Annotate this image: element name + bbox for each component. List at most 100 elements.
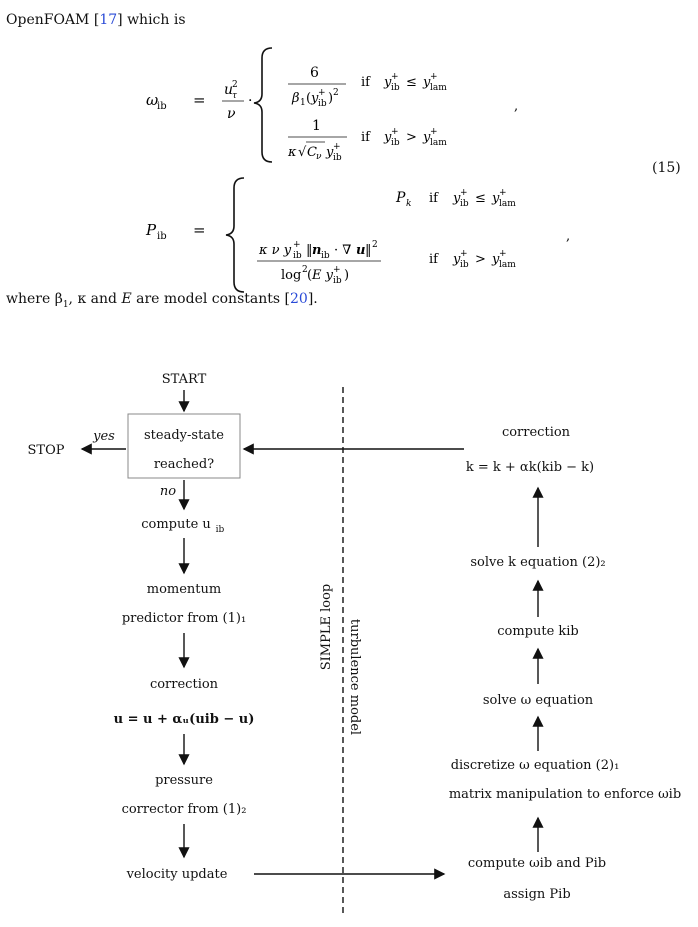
svg-text:+: + <box>460 249 468 259</box>
no-label: no <box>160 484 176 499</box>
momentum-line1: momentum <box>147 582 221 597</box>
svg-text:2: 2 <box>333 88 339 98</box>
omega-lhs-sub: ib <box>157 101 167 112</box>
svg-text:k: k <box>406 199 411 209</box>
prefactor-num: u <box>224 82 233 98</box>
solve-omega: solve ω equation <box>483 693 594 708</box>
intro-text: OpenFOAM <box>6 12 90 28</box>
compute-uib: compute u <box>141 517 211 532</box>
svg-text:· ∇: · ∇ <box>334 243 351 258</box>
svg-text:ib: ib <box>333 276 342 286</box>
svg-text:+: + <box>391 127 399 137</box>
omega-case2-num: 1 <box>312 118 321 134</box>
svg-text:‖: ‖ <box>365 243 372 258</box>
yes-label: yes <box>92 429 115 444</box>
svg-text:y: y <box>452 252 461 267</box>
svg-text:): ) <box>344 268 349 283</box>
svg-text:ib: ib <box>293 251 302 261</box>
svg-text:ib: ib <box>391 138 400 148</box>
p-brace <box>225 177 245 293</box>
svg-text:y: y <box>325 145 334 160</box>
svg-text:log: log <box>281 268 301 283</box>
start-label: START <box>162 372 207 387</box>
svg-text:E y: E y <box>311 268 334 283</box>
outro-sentence: where β1, κ and E are model constants [2… <box>6 291 318 310</box>
svg-text:+: + <box>333 265 341 275</box>
svg-text:): ) <box>328 91 333 106</box>
correction-u-line2: u = u + αᵤ(uib − u) <box>114 712 255 727</box>
svg-text:y: y <box>491 252 500 267</box>
svg-text:lam: lam <box>430 83 447 93</box>
omega-lhs: ω <box>146 91 158 109</box>
svg-text:,: , <box>566 229 570 244</box>
svg-text:,: , <box>514 99 518 114</box>
svg-text:lam: lam <box>430 138 447 148</box>
svg-text:y: y <box>422 130 431 145</box>
svg-text:‖: ‖ <box>306 243 313 258</box>
svg-text:if: if <box>429 191 439 206</box>
svg-text:y: y <box>383 130 392 145</box>
velocity-update: velocity update <box>126 867 228 882</box>
svg-text:y: y <box>491 191 500 206</box>
svg-text:2: 2 <box>372 240 378 250</box>
omega-case1-num: 6 <box>310 65 319 81</box>
svg-text:n: n <box>312 243 321 258</box>
svg-text:u: u <box>356 243 365 258</box>
matrix-manipulation: matrix manipulation to enforce ωib <box>449 787 681 802</box>
svg-text:+: + <box>430 72 438 82</box>
pressure-line2: corrector from (1)₂ <box>122 802 247 817</box>
decision-line2: reached? <box>154 457 214 472</box>
stop-label: STOP <box>28 443 65 458</box>
decision-box <box>127 413 241 479</box>
intro-sentence: OpenFOAM [17] which is <box>6 12 186 28</box>
svg-text:β: β <box>291 91 300 106</box>
intro-tail: which is <box>127 12 186 28</box>
decision-line1: steady-state <box>144 428 224 443</box>
citation-link-17[interactable]: 17 <box>99 12 118 28</box>
compute-kib: compute kib <box>497 624 579 639</box>
svg-text:if: if <box>361 130 371 145</box>
prefactor-num-sub: τ <box>232 91 238 101</box>
svg-text:y: y <box>452 191 461 206</box>
svg-text:≤: ≤ <box>475 191 486 206</box>
svg-text:ib: ib <box>391 83 400 93</box>
p-lhs-sub: ib <box>157 231 167 242</box>
svg-text:y: y <box>310 91 319 106</box>
svg-text:+: + <box>333 142 341 152</box>
svg-text:+: + <box>430 127 438 137</box>
simple-loop-flowchart: START steady-state reached? yes STOP no … <box>28 372 681 917</box>
svg-text:≤: ≤ <box>406 75 417 90</box>
svg-text:if: if <box>429 252 439 267</box>
svg-text:2: 2 <box>302 265 308 275</box>
svg-text:if: if <box>361 75 371 90</box>
prefactor-den: ν <box>227 106 236 122</box>
svg-text:+: + <box>499 249 507 259</box>
correction-u-line1: correction <box>150 677 219 692</box>
pressure-line1: pressure <box>155 773 213 788</box>
svg-text:ib: ib <box>460 199 469 209</box>
svg-text:+: + <box>293 240 301 250</box>
svg-text:lam: lam <box>499 260 516 270</box>
svg-text:1: 1 <box>300 98 306 108</box>
prefactor-num-sup: 2 <box>232 80 238 90</box>
svg-text:C: C <box>307 145 317 160</box>
svg-text:+: + <box>391 72 399 82</box>
compute-omega-p-line2: assign Pib <box>503 887 570 902</box>
turbulence-model-label: turbulence model <box>347 619 362 735</box>
svg-text:κ: κ <box>287 145 297 160</box>
svg-text:=: = <box>193 221 206 239</box>
svg-text:lam: lam <box>499 199 516 209</box>
svg-text:ib: ib <box>318 99 327 109</box>
svg-text:ib: ib <box>460 260 469 270</box>
svg-text:(: ( <box>306 91 311 106</box>
momentum-line2: predictor from (1)₁ <box>122 611 246 626</box>
svg-text:ib: ib <box>216 525 225 535</box>
svg-text:ν: ν <box>316 152 322 162</box>
svg-text:ib: ib <box>321 251 330 261</box>
p-lhs: P <box>145 221 157 239</box>
citation-link-20[interactable]: 20 <box>289 291 308 307</box>
svg-text:κ ν y: κ ν y <box>258 243 292 258</box>
svg-text:>: > <box>475 252 486 267</box>
svg-text:ib: ib <box>333 153 342 163</box>
